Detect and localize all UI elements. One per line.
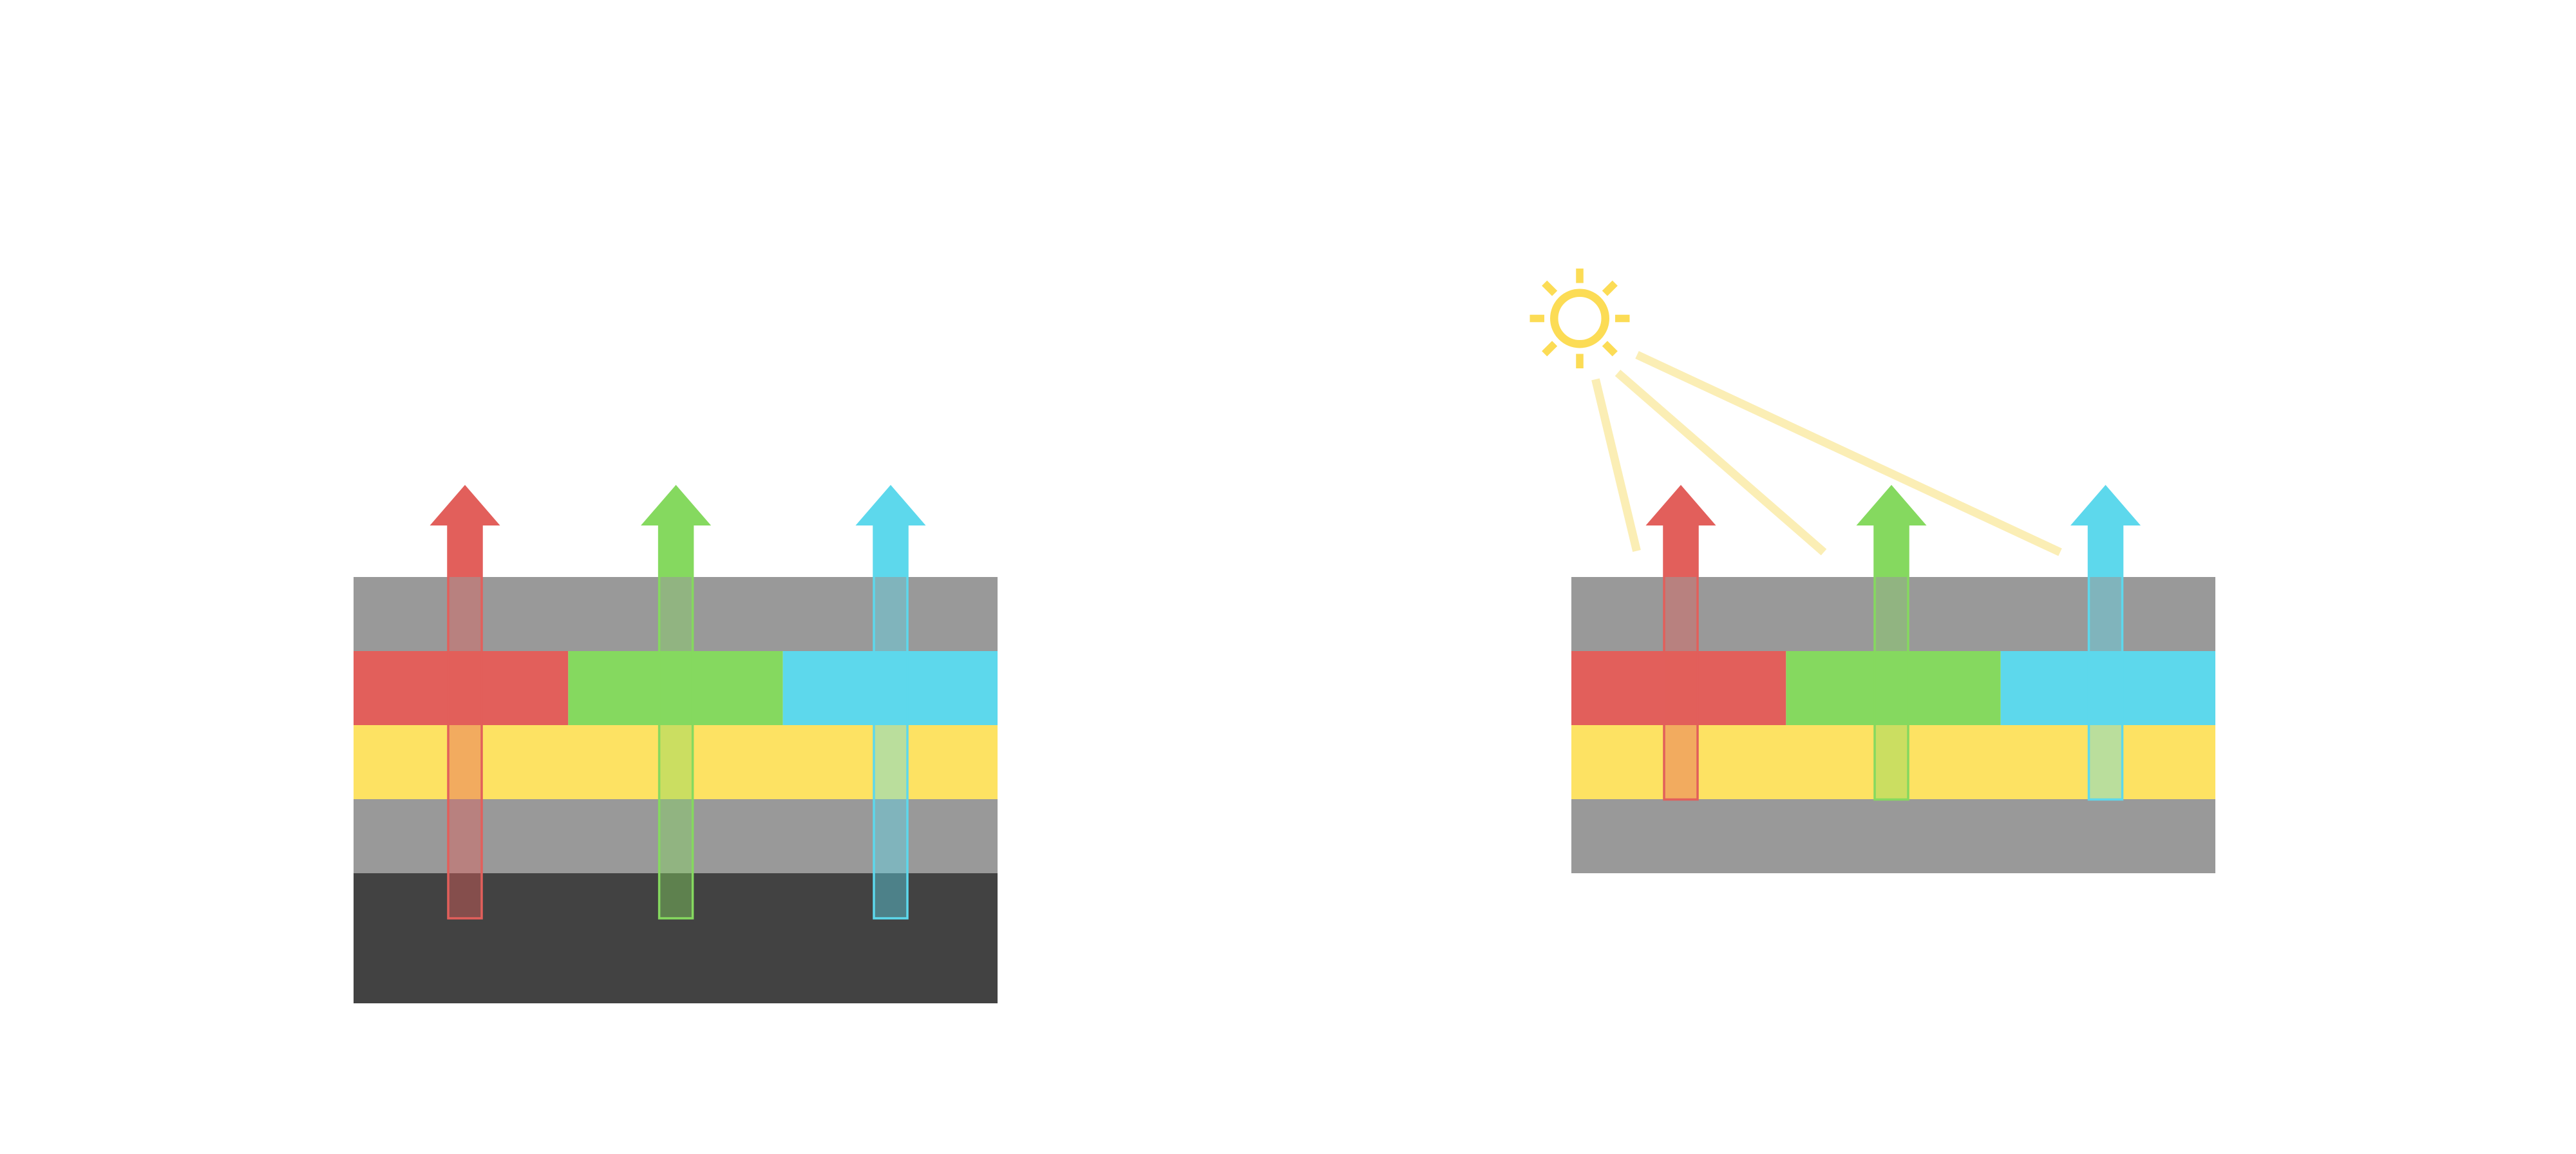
sun-ray [1615,314,1630,323]
arrow-head [855,485,926,577]
arrow-tail [873,577,909,920]
sun-ray [1542,341,1558,357]
sun-ray [1542,280,1558,296]
sun-ray [1576,354,1584,368]
front-glass-layer [1571,577,2215,651]
arrow-tail [658,577,694,920]
arrow-head [1645,485,1716,577]
front-glass-layer [354,577,998,651]
green-light-arrow [1856,485,1927,801]
cyan-filter-segment [782,651,998,725]
reflector-layer [1571,799,2215,873]
arrow-tail [1873,577,1909,801]
green-light-arrow [641,485,712,920]
red-filter-segment [1571,651,1786,725]
sunlight-beam [1591,378,1641,553]
red-light-arrow [1645,485,1716,801]
arrow-tail [1663,577,1699,801]
cyan-filter-segment [2000,651,2215,725]
arrow-head [430,485,500,577]
sun-ray [1576,269,1584,283]
sunlight-beam [1615,370,1827,556]
arrow-head [2070,485,2141,577]
green-filter-segment [1786,651,2001,725]
arrow-tail [447,577,483,920]
cyan-light-arrow [2070,485,2141,801]
sun-ray [1602,341,1618,357]
green-filter-segment [568,651,783,725]
sun-ray [1530,314,1544,323]
arrow-head [641,485,712,577]
rear-glass-layer [354,799,998,873]
backlit-display-panel [354,485,998,1003]
arrow-head [1856,485,1927,577]
cyan-light-arrow [855,485,926,920]
sun-ray [1602,280,1618,296]
sun-disc [1550,288,1609,348]
sunlight-beam [1635,351,2062,556]
reflective-display-panel [1530,269,2215,873]
red-filter-segment [354,651,569,725]
backlight-layer [354,873,998,1003]
liquid-crystal-layer [354,725,998,799]
red-light-arrow [430,485,500,920]
arrow-tail [2087,577,2124,801]
sun-icon [1530,269,1630,368]
liquid-crystal-layer [1571,725,2215,799]
